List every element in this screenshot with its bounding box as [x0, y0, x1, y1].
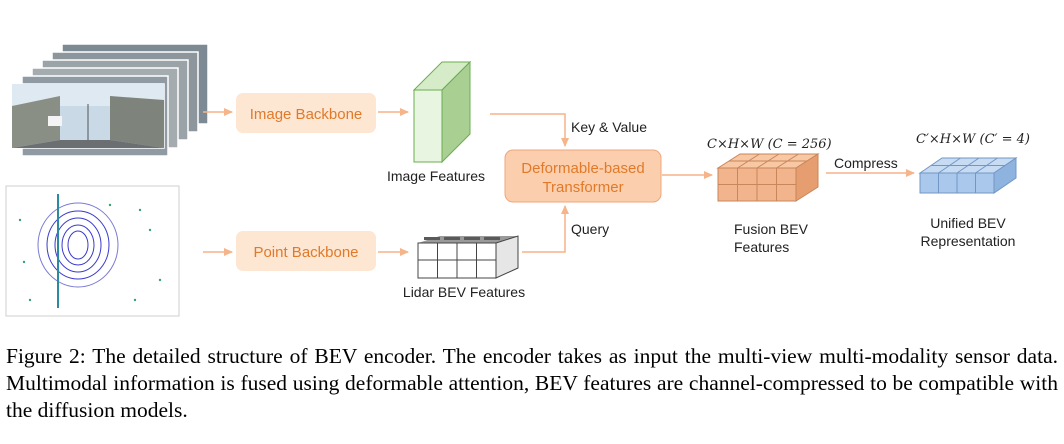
image-backbone-label: Image Backbone: [250, 106, 363, 123]
camera-images: [11, 43, 209, 157]
front-camera-image: [11, 83, 165, 149]
figure-caption: Figure 2: The detailed structure of BEV …: [6, 344, 1058, 422]
fusion-bev-features-block: [716, 153, 820, 202]
unified-bev-label-line1: Unified BEV: [930, 215, 1006, 231]
unified-dimension-label: C′×H×W (C′ = 4): [916, 132, 1030, 147]
transformer-label-line2: Transformer: [542, 179, 623, 196]
lidar-bev-features-label: Lidar BEV Features: [403, 284, 525, 300]
unified-bev-label-line2: Representation: [921, 233, 1016, 249]
fusion-bev-label-line2: Features: [734, 239, 789, 255]
query-label: Query: [571, 221, 609, 237]
bev-encoder-diagram: Image Backbone Point Backbone Image Feat…: [5, 43, 1030, 317]
unified-bev-block: [918, 157, 1018, 194]
image-features-label: Image Features: [387, 168, 485, 184]
key-value-label: Key & Value: [571, 119, 647, 135]
arrow-key-value: [490, 113, 569, 147]
point-backbone-label: Point Backbone: [253, 244, 358, 261]
arrow-query: [522, 205, 569, 253]
image-backbone-node: Image Backbone: [236, 93, 376, 133]
fusion-dimension-label: C×H×W (C = 256): [707, 137, 832, 152]
lidar-point-cloud: [5, 185, 180, 317]
lidar-bev-features-block: [417, 235, 519, 279]
image-features-block: [412, 60, 472, 164]
compress-label: Compress: [834, 155, 898, 171]
fusion-bev-label-line1: Fusion BEV: [734, 221, 809, 237]
point-backbone-node: Point Backbone: [236, 231, 376, 271]
deformable-transformer-node: Deformable-based Transformer: [504, 149, 662, 203]
transformer-label-line1: Deformable-based: [521, 160, 644, 177]
